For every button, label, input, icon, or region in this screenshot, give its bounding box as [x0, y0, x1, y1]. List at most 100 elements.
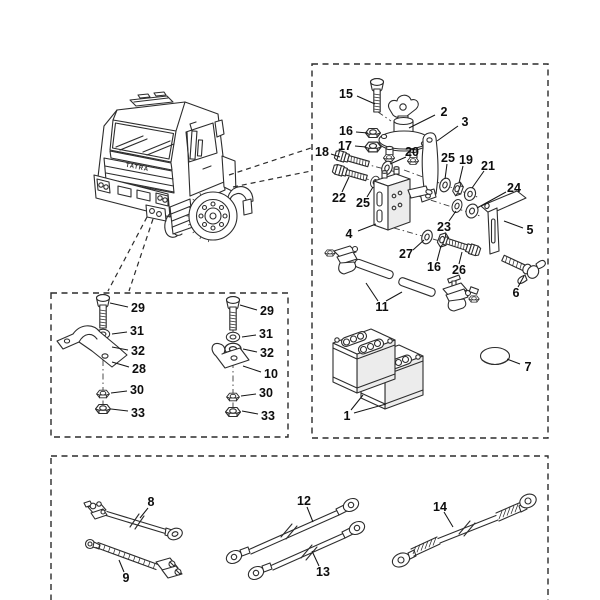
terminal-clamp-left	[324, 245, 359, 275]
part-label-16: 16	[427, 260, 441, 274]
leader-line-23	[448, 210, 457, 222]
part-label-3: 3	[462, 115, 469, 129]
part-nut-33-left	[94, 403, 112, 415]
part-label-33: 33	[131, 406, 145, 420]
part-washer-30-left	[96, 389, 110, 399]
leader-line-7	[506, 358, 521, 365]
part-battery-link-11	[324, 245, 480, 312]
part-label-31: 31	[259, 327, 273, 341]
part-bolt-29-left	[95, 294, 111, 329]
part-nut-17	[364, 141, 382, 153]
part-label-5: 5	[527, 223, 534, 237]
leader-line-1	[353, 403, 387, 414]
leader-line-5	[503, 220, 524, 229]
leader-line-20	[389, 156, 407, 165]
leader-line-27	[412, 239, 425, 251]
part-ring-21	[463, 186, 477, 202]
part-cable-12	[225, 497, 360, 565]
part-label-16: 16	[339, 124, 353, 138]
terminal-clamp-right	[442, 274, 480, 312]
leader-line-21	[471, 170, 485, 189]
part-label-27: 27	[399, 247, 413, 261]
leader-line-13	[311, 550, 320, 567]
leader-line-16	[436, 245, 442, 262]
leader-line-3	[436, 125, 459, 142]
part-nut-19	[451, 180, 465, 198]
leader-line-1	[350, 394, 364, 411]
part-label-24: 24	[507, 181, 521, 195]
part-cable-14	[391, 493, 537, 568]
part-label-22: 22	[332, 191, 346, 205]
part-junction-block-4	[373, 166, 433, 231]
leader-line-17	[354, 145, 367, 148]
pointer-lines	[107, 147, 312, 292]
part-washer-31-right	[225, 331, 241, 343]
part-label-7: 7	[525, 360, 532, 374]
part-label-21: 21	[481, 159, 495, 173]
part-label-19: 19	[459, 153, 473, 167]
part-label-33: 33	[261, 409, 275, 423]
part-ring-24	[465, 203, 479, 219]
part-label-11: 11	[375, 300, 388, 314]
leader-line-31	[111, 331, 128, 335]
leader-line-30	[240, 393, 257, 397]
part-bolt-22	[331, 163, 369, 184]
part-label-32: 32	[260, 346, 274, 360]
part-nut-33-right	[224, 406, 242, 418]
part-cable-13	[247, 520, 366, 581]
leader-line-32	[242, 348, 258, 353]
part-ground-strap-9	[84, 538, 183, 579]
part-cap-7	[479, 346, 511, 366]
leader-line-31	[241, 334, 257, 338]
part-label-18: 18	[315, 145, 329, 159]
leader-line-16	[355, 131, 369, 134]
part-label-23: 23	[437, 220, 451, 234]
part-label-29: 29	[260, 304, 274, 318]
part-label-32: 32	[131, 344, 145, 358]
truck-illustration: TATRA	[93, 91, 254, 243]
leader-line-10	[242, 365, 262, 373]
part-label-25: 25	[441, 151, 455, 165]
part-bracket-5	[480, 190, 527, 255]
part-washer-23	[449, 197, 465, 215]
part-label-15: 15	[339, 87, 353, 101]
leader-line-32	[111, 346, 129, 351]
leader-line-19	[458, 165, 464, 184]
part-switch-2	[378, 94, 430, 165]
leader-line-2	[408, 114, 436, 129]
part-label-25: 25	[356, 196, 370, 210]
part-label-28: 28	[132, 362, 146, 376]
leader-line-6	[517, 275, 525, 288]
part-washer-25b	[437, 176, 453, 194]
leader-line-8	[139, 507, 149, 519]
part-bolt-15	[369, 78, 385, 113]
part-washer-27	[419, 228, 435, 246]
leader-line-25	[366, 186, 374, 198]
part-label-29: 29	[131, 301, 145, 315]
part-label-17: 17	[338, 139, 352, 153]
part-label-4: 4	[346, 227, 353, 241]
part-label-31: 31	[130, 324, 144, 338]
part-label-30: 30	[130, 383, 144, 397]
part-bolt-26	[444, 235, 482, 258]
part-label-14: 14	[433, 500, 447, 514]
part-clamp-10	[211, 342, 250, 369]
leader-line-11	[385, 291, 403, 302]
leader-line-9	[118, 559, 125, 573]
leader-line-25	[444, 163, 448, 180]
part-clamp-28	[56, 325, 128, 368]
part-wing-bolt-6	[501, 254, 546, 285]
leader-line-15	[356, 95, 376, 105]
leader-line-22	[341, 176, 350, 193]
part-bolt-29-right	[225, 296, 241, 331]
leader-line-4	[357, 223, 377, 232]
part-label-26: 26	[452, 263, 466, 277]
leader-line-12	[306, 506, 314, 523]
part-washer-30-right	[226, 392, 240, 402]
leader-line-29	[109, 302, 129, 308]
panel-switch-assembly	[311, 63, 549, 439]
leader-line-33	[110, 408, 129, 412]
